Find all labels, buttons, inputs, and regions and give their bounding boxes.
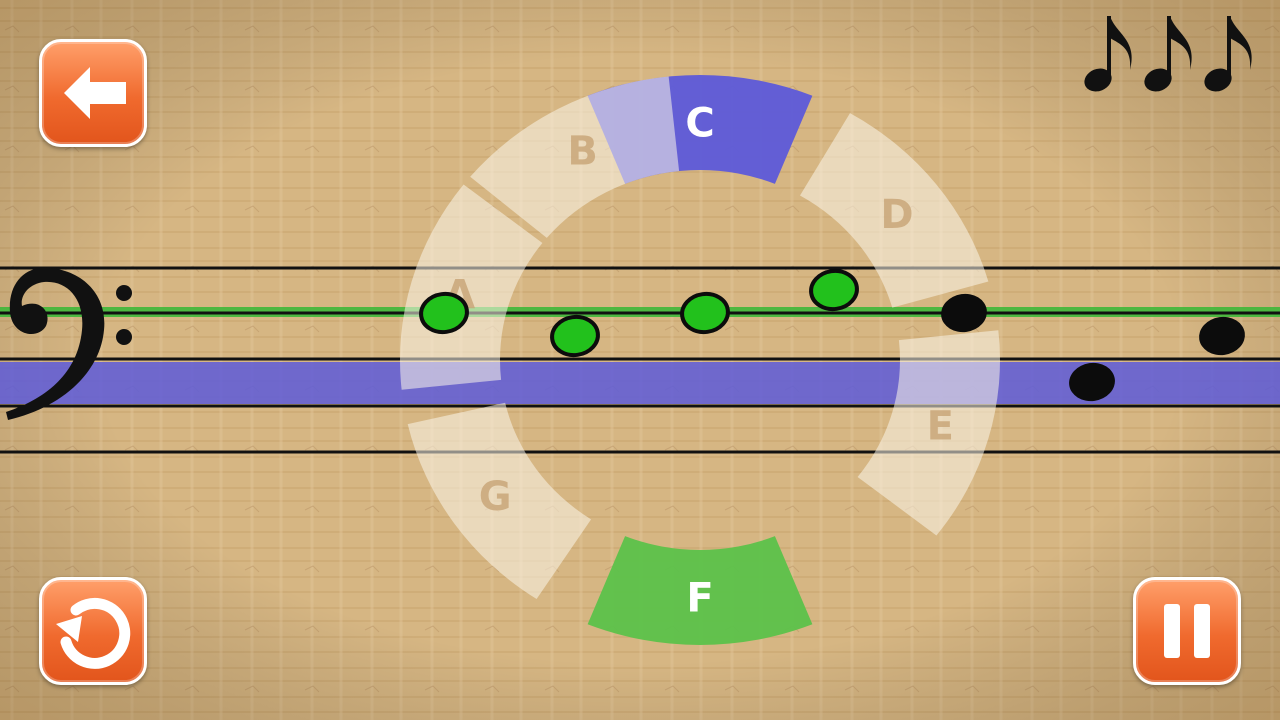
lives-indicator (1084, 16, 1252, 92)
wheel-segment-label: E (927, 403, 954, 449)
eighth-note-icon (1204, 16, 1252, 92)
wheel-segment-d[interactable]: D (800, 113, 989, 308)
staff-notes (419, 268, 1245, 402)
note-head (680, 291, 730, 335)
wheel-segment-e[interactable]: E (857, 330, 1001, 536)
wheel-segment-label: B (567, 128, 598, 174)
back-arrow-icon (64, 67, 126, 119)
wheel-segment-label: D (880, 192, 913, 238)
pause-button[interactable] (1133, 577, 1241, 685)
staff-lines (0, 266, 1280, 454)
note-head (1199, 316, 1245, 356)
bass-clef-icon (6, 267, 132, 420)
back-button[interactable] (39, 39, 147, 147)
restart-button[interactable] (39, 577, 147, 685)
wheel-segment-label: C (685, 101, 714, 147)
eighth-note-icon (1084, 16, 1132, 92)
pause-icon (1164, 604, 1210, 658)
wheel-segment-f[interactable]: F (587, 536, 813, 645)
note-head (1069, 362, 1115, 402)
note-head (419, 291, 469, 335)
note-head (809, 268, 859, 312)
eighth-note-icon (1144, 16, 1192, 92)
wheel-segment-b[interactable]: B (470, 76, 680, 238)
wheel-segment-label: F (686, 576, 713, 622)
wheel-segment-g[interactable]: G (407, 402, 592, 600)
restart-icon (56, 598, 131, 669)
staff-highlight-blue (0, 362, 1280, 404)
note-head (550, 314, 600, 358)
wheel-segment-label: G (479, 474, 512, 520)
note-head (941, 293, 987, 333)
